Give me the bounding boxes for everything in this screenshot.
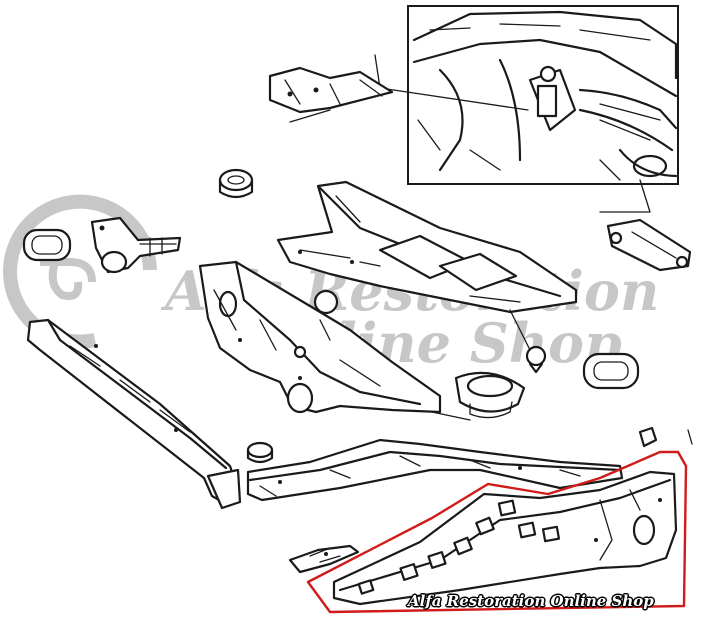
chassis-leg-left [26, 318, 242, 510]
grommet-bottom [246, 441, 274, 464]
clip-small [638, 426, 658, 448]
mount-pad-left [22, 228, 72, 262]
blank-plug [313, 289, 339, 315]
battery-tray [454, 371, 526, 419]
inset-leader-2 [599, 179, 651, 213]
firewall-inner-wing [198, 260, 471, 421]
bracket-top [268, 66, 394, 123]
grommet-top [218, 168, 254, 199]
brand-label: Alfa Restoration Online Shop [408, 592, 654, 610]
highlight-outline [306, 450, 688, 614]
highlighted-part [332, 470, 678, 606]
plug-round [525, 345, 547, 374]
engine-mount-bracket [90, 216, 182, 274]
chassis-rail-center [246, 438, 624, 502]
cowl-panel [276, 180, 578, 351]
inset-detail [407, 5, 679, 185]
watermark-logo-mark [40, 258, 96, 301]
side-mount-bracket [606, 218, 692, 272]
mount-pad-right [582, 352, 640, 390]
watermark [3, 194, 157, 349]
watermark-logo-ring [3, 194, 157, 349]
highlighted-part-cutouts [357, 499, 561, 595]
jack-bracket [288, 544, 360, 574]
leader-right [687, 429, 693, 445]
